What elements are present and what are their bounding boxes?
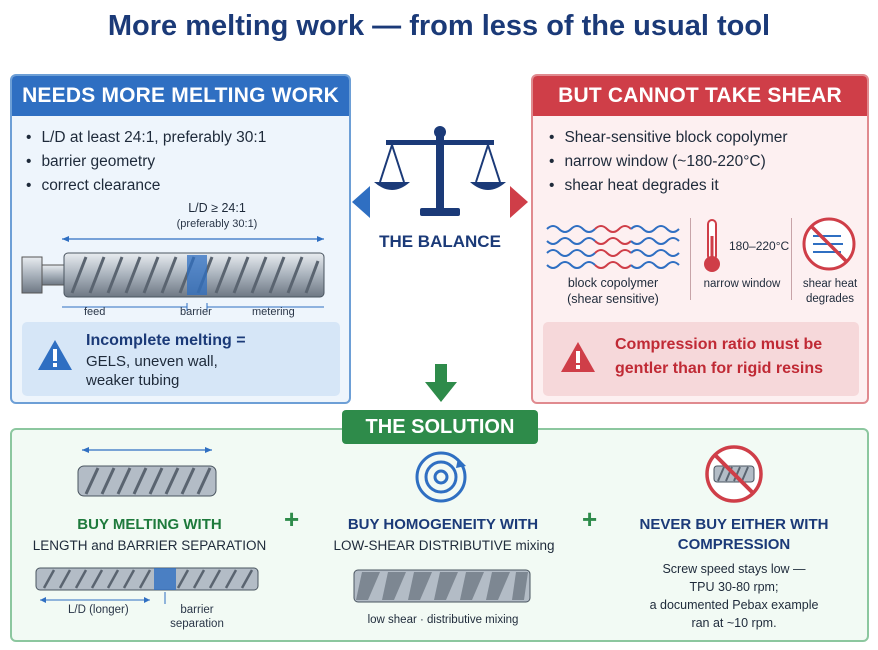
short-screw-illustration: [77, 447, 217, 497]
warning-icon: [38, 340, 72, 370]
screw-speed-text: ran at ~10 rpm.: [691, 616, 777, 630]
screw-speed-text: TPU 30-80 rpm;: [689, 580, 779, 594]
long-screw-illustration: [21, 236, 325, 311]
list-item: barrier geometry: [26, 150, 266, 174]
warning-icon: [561, 342, 595, 372]
feed-zone-label: feed: [84, 306, 106, 318]
metering-zone-label: metering: [252, 306, 295, 318]
barrier-label: barrier: [180, 604, 214, 616]
melting-requirements-list: L/D at least 24:1, preferably 30:1 barri…: [26, 126, 266, 198]
shear-constraints-list: Shear-sensitive block copolymer narrow w…: [549, 126, 788, 198]
page-title: More melting work — from less of the usu…: [107, 10, 771, 42]
list-item: correct clearance: [26, 174, 266, 198]
warning-title: Incomplete melting =: [86, 332, 246, 349]
divider: [690, 218, 691, 300]
shear-sensitive-label: (shear sensitive): [567, 292, 659, 306]
never-buy-heading: NEVER BUY EITHER WITH: [639, 516, 829, 533]
no-shear-heat-icon: [802, 217, 856, 271]
shear-heat-label: shear heat: [802, 278, 858, 290]
list-item: shear heat degrades it: [549, 174, 788, 198]
compression-warning-line: gentler than for rigid resins: [615, 360, 824, 377]
barrier-zone-label: barrier: [180, 306, 212, 318]
plus-sign: +: [582, 504, 598, 534]
list-item: narrow window (~180-220°C): [549, 150, 788, 174]
barrier-screw-illustration: [35, 567, 259, 604]
melting-work-panel: NEEDS MORE MELTING WORK L/D at least 24:…: [10, 74, 351, 404]
balance-label: THE BALANCE: [379, 232, 501, 251]
warning-line: weaker tubing: [86, 372, 180, 389]
ld-dimension-label: L/D ≥ 24:1: [188, 201, 246, 215]
narrow-window-label: narrow window: [703, 278, 781, 290]
separation-label: separation: [170, 618, 224, 630]
buy-melting-heading: BUY MELTING WITH: [77, 516, 222, 533]
screw-speed-text: Screw speed stays low —: [662, 562, 806, 576]
block-copolymer-icon: [546, 225, 680, 269]
buy-homogeneity-subheading: LOW-SHEAR DISTRIBUTIVE mixing: [333, 538, 555, 553]
plus-sign: +: [284, 504, 300, 534]
distributive-mixer-illustration: [353, 569, 531, 603]
compression-heading: COMPRESSION: [677, 536, 791, 553]
mixer-caption: low shear · distributive mixing: [367, 614, 519, 626]
list-item: L/D at least 24:1, preferably 30:1: [26, 126, 266, 150]
list-item: Shear-sensitive block copolymer: [549, 126, 787, 150]
balance-scale-icon: [352, 126, 528, 218]
ld-dimension-sublabel: (preferably 30:1): [176, 218, 258, 230]
screw-speed-text: a documented Pebax example: [649, 598, 819, 612]
shear-sensitivity-header: BUT CANNOT TAKE SHEAR: [533, 76, 867, 116]
buy-melting-subheading: LENGTH and BARRIER SEPARATION: [32, 538, 267, 553]
ld-longer-label: L/D (longer): [68, 604, 129, 616]
no-compression-icon: [705, 445, 763, 503]
thermometer-icon: [704, 219, 720, 272]
arrow-down-icon: [425, 364, 457, 402]
shear-sensitivity-panel: BUT CANNOT TAKE SHEAR Shear-sensitive bl…: [531, 74, 869, 404]
block-copolymer-label: block copolymer: [567, 276, 659, 290]
incomplete-melting-warning: Incomplete melting = GELS, uneven wall, …: [22, 322, 340, 396]
compression-warning: Compression ratio must be gentler than f…: [543, 322, 859, 396]
temperature-range: 180–220°C: [729, 239, 790, 253]
compression-warning-line: Compression ratio must be: [615, 336, 823, 353]
solution-tab: THE SOLUTION: [342, 410, 538, 444]
solution-panel: BUY MELTING WITH LENGTH and BARRIER SEPA…: [10, 428, 869, 642]
mixing-swirl-icon: [415, 451, 467, 503]
melting-work-header: NEEDS MORE MELTING WORK: [12, 76, 349, 116]
degrades-label: degrades: [806, 293, 854, 305]
divider: [791, 218, 792, 300]
warning-line: GELS, uneven wall,: [86, 353, 218, 370]
buy-homogeneity-heading: BUY HOMOGENEITY WITH: [347, 516, 539, 533]
